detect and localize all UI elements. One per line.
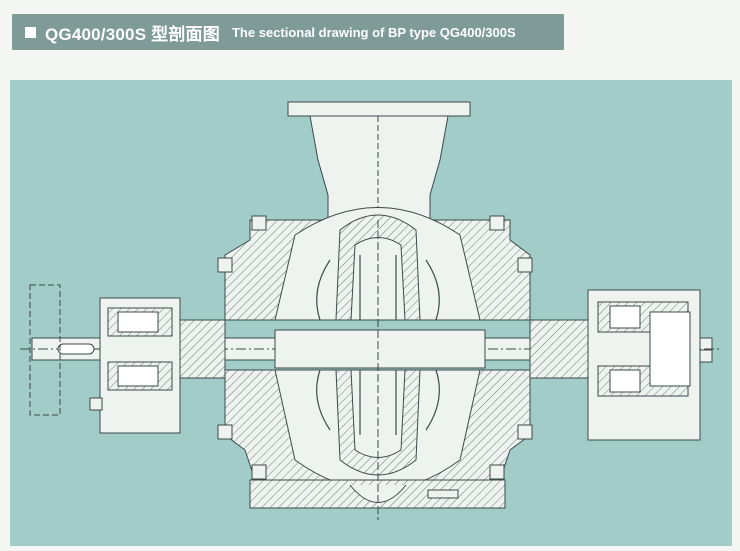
bolts — [89, 215, 713, 499]
left-bearing-housing — [29, 284, 226, 434]
sectional-drawing — [20, 101, 722, 520]
title-square-icon — [25, 26, 36, 38]
page-subtitle: The sectional drawing of BP type QG400/3… — [231, 24, 516, 40]
page-title: QG400/300S 型剖面图 — [45, 24, 220, 44]
impeller — [316, 255, 440, 435]
upper-casing — [224, 207, 531, 321]
title-bar: QG400/300S 型剖面图 The sectional drawing of… — [12, 14, 564, 50]
right-bearing-housing — [529, 289, 701, 441]
drawing-panel — [10, 80, 732, 546]
